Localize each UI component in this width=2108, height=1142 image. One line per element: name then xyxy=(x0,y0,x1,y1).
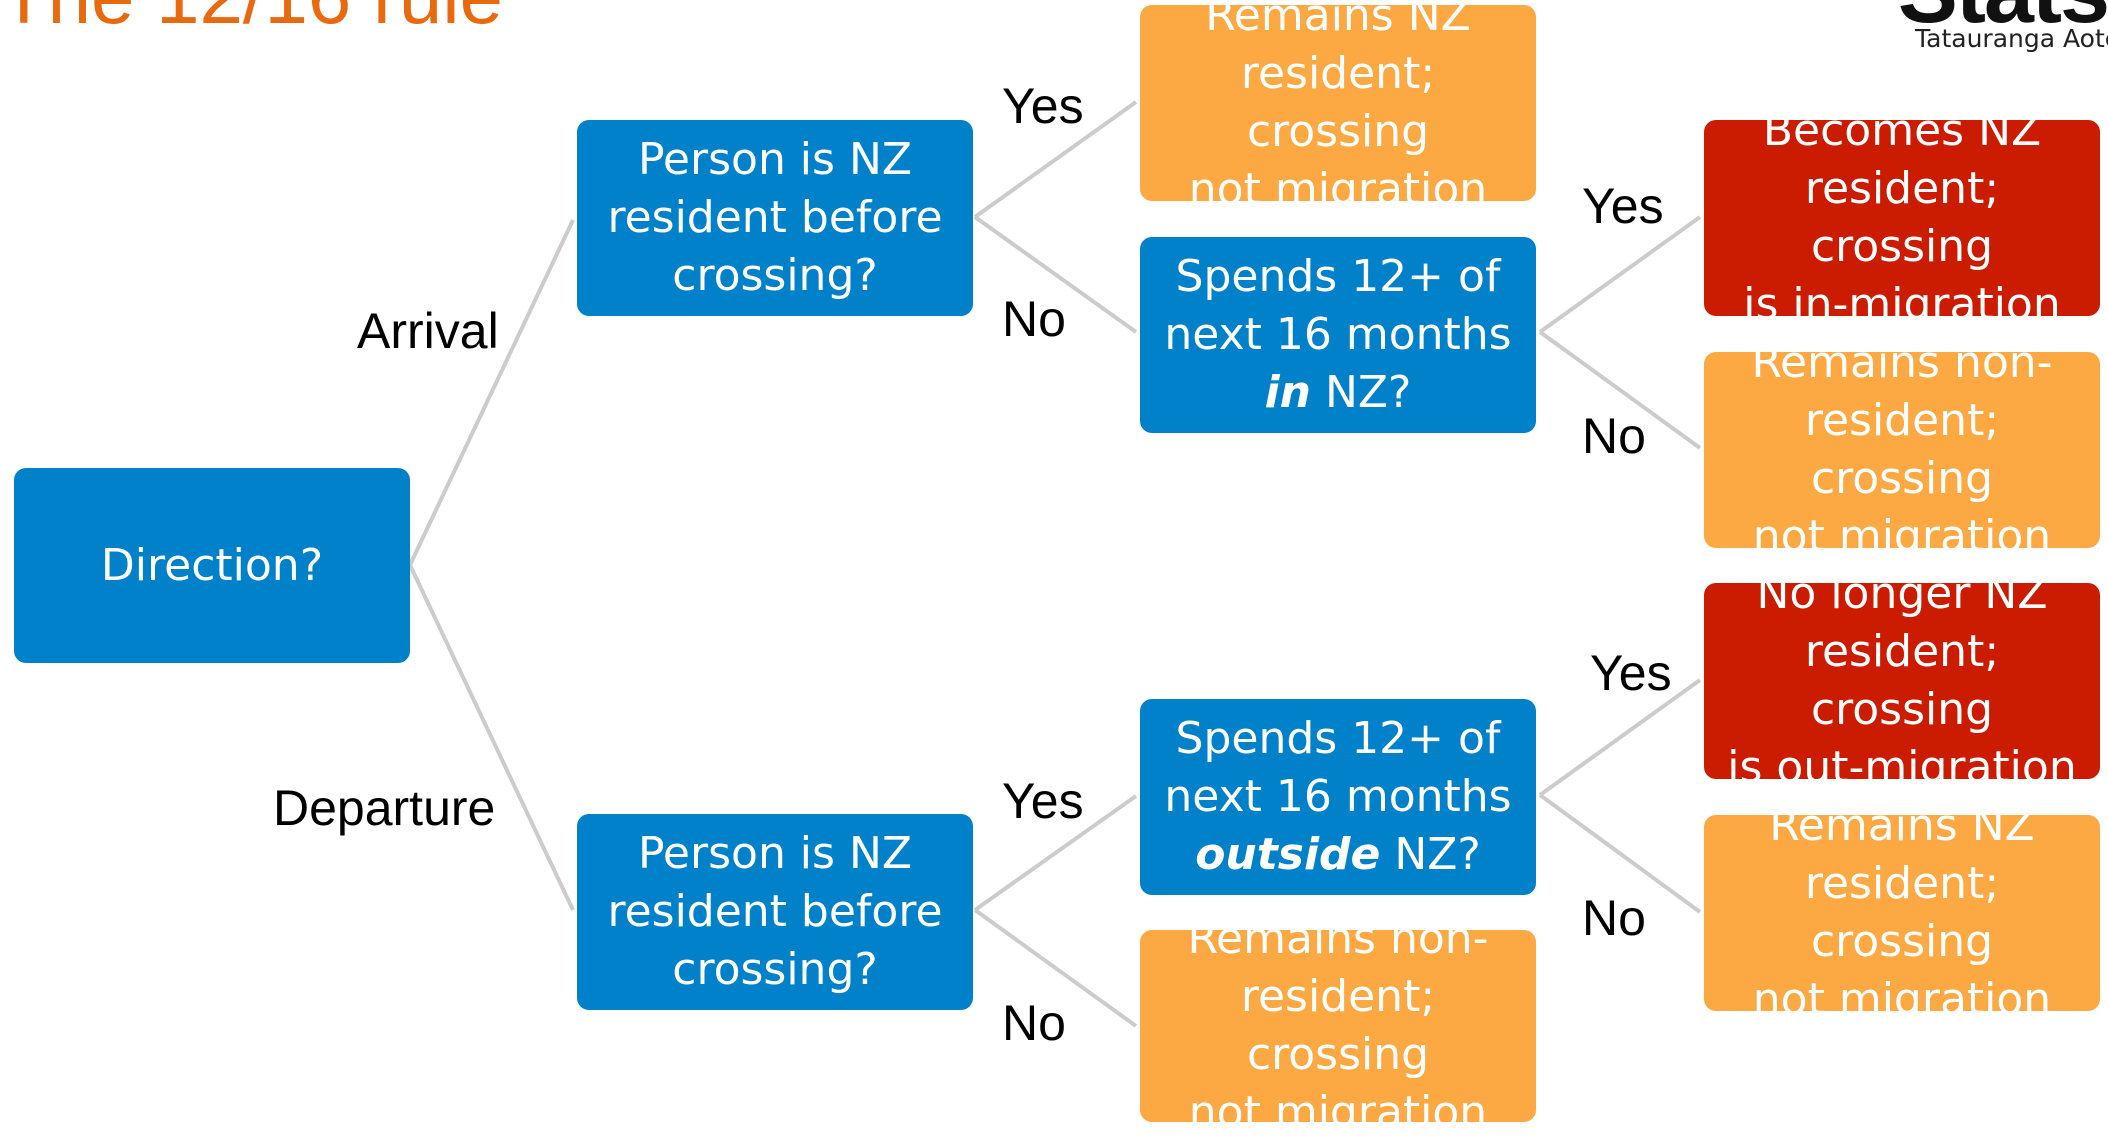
box-line: Person is NZ xyxy=(637,134,913,185)
box-line: resident; crossing xyxy=(1804,858,2000,967)
direction-text: Direction? xyxy=(100,539,324,591)
outcome-remains-nz-resident-departure: Remains NZ resident; crossing not migrat… xyxy=(1704,800,2100,1025)
connector-departure-yes xyxy=(973,794,1138,912)
departure-resident-question: Person is NZ resident before crossing? xyxy=(577,814,973,1010)
spends-in-nz-question: Spends 12+ of next 16 months in NZ? xyxy=(1140,237,1536,433)
box-line: resident; crossing xyxy=(1804,395,2000,504)
box-line: not migration xyxy=(1188,164,1488,215)
box-line: Spends 12+ of xyxy=(1175,713,1501,764)
outcome-remains-non-resident-departure: Remains non- resident; crossing not migr… xyxy=(1140,913,1536,1138)
label-yes: Yes xyxy=(1002,78,1084,134)
box-line: in NZ? xyxy=(1164,364,1511,422)
box-line: Remains NZ xyxy=(1769,800,2035,851)
connector-arrival-no xyxy=(973,215,1138,334)
box-line: Remains NZ xyxy=(1205,0,1471,41)
label-no: No xyxy=(1002,291,1066,347)
outcome-remains-nz-resident-arrival: Remains NZ resident; crossing not migrat… xyxy=(1140,0,1536,215)
arrival-resident-question: Person is NZ resident before crossing? xyxy=(577,120,973,316)
connector-spends-in-no xyxy=(1538,330,1702,450)
connector-arrival-yes xyxy=(973,100,1138,219)
emphasis-outside: outside xyxy=(1195,829,1381,880)
direction-box: Direction? xyxy=(14,468,410,663)
connector-spends-outside-yes xyxy=(1538,678,1702,797)
box-line: is in-migration xyxy=(1743,279,2061,330)
box-line: Becomes NZ xyxy=(1762,105,2042,156)
box-line: resident before xyxy=(607,886,943,937)
box-line: is out-migration xyxy=(1727,742,2077,793)
stats-logo: Stats xyxy=(1898,0,2108,37)
spends-outside-nz-question: Spends 12+ of next 16 months outside NZ? xyxy=(1140,699,1536,895)
outcome-no-longer-nz-resident: No longer NZ resident; crossing is out-m… xyxy=(1704,568,2100,793)
box-line: Remains non- xyxy=(1751,337,2053,388)
connector-spends-in-yes xyxy=(1538,215,1702,334)
connector-departure-no xyxy=(973,908,1138,1028)
box-line: not migration xyxy=(1188,1087,1488,1138)
box-line: resident before xyxy=(607,192,943,243)
box-line-tail: NZ? xyxy=(1380,829,1481,880)
box-line: next 16 months xyxy=(1164,771,1512,822)
label-yes: Yes xyxy=(1582,178,1664,234)
page-title: The 12/16 rule xyxy=(0,0,503,35)
box-line: crossing? xyxy=(672,944,878,995)
label-yes: Yes xyxy=(1002,773,1084,829)
label-no: No xyxy=(1582,890,1646,946)
outcome-becomes-nz-resident: Becomes NZ resident; crossing is in-migr… xyxy=(1704,105,2100,330)
label-yes: Yes xyxy=(1590,645,1672,701)
box-line: crossing? xyxy=(672,250,878,301)
box-line: next 16 months xyxy=(1164,309,1512,360)
box-line: resident; crossing xyxy=(1804,626,2000,735)
connector-spends-outside-no xyxy=(1538,793,1702,914)
box-line: Remains non- xyxy=(1187,913,1489,964)
box-line: resident; crossing xyxy=(1804,163,2000,272)
box-line: not migration xyxy=(1752,974,2052,1025)
box-line: resident; crossing xyxy=(1240,971,1436,1080)
box-line: not migration xyxy=(1752,511,2052,562)
box-line: outside NZ? xyxy=(1164,826,1511,884)
emphasis-in: in xyxy=(1264,367,1311,418)
box-line: Person is NZ xyxy=(637,828,913,879)
label-departure: Departure xyxy=(273,780,496,836)
box-line-tail: NZ? xyxy=(1310,367,1412,418)
box-line: resident; crossing xyxy=(1240,48,1436,157)
box-line: No longer NZ xyxy=(1756,568,2048,619)
outcome-remains-non-resident-arrival: Remains non- resident; crossing not migr… xyxy=(1704,337,2100,562)
box-line: Spends 12+ of xyxy=(1175,251,1501,302)
logo-subtitle: Tatauranga Aotearoa xyxy=(1915,24,2108,53)
connector-direction-departure xyxy=(408,564,575,911)
label-no: No xyxy=(1582,408,1646,464)
label-arrival: Arrival xyxy=(357,303,499,359)
label-no: No xyxy=(1002,995,1066,1051)
connector-direction-arrival xyxy=(408,219,575,566)
